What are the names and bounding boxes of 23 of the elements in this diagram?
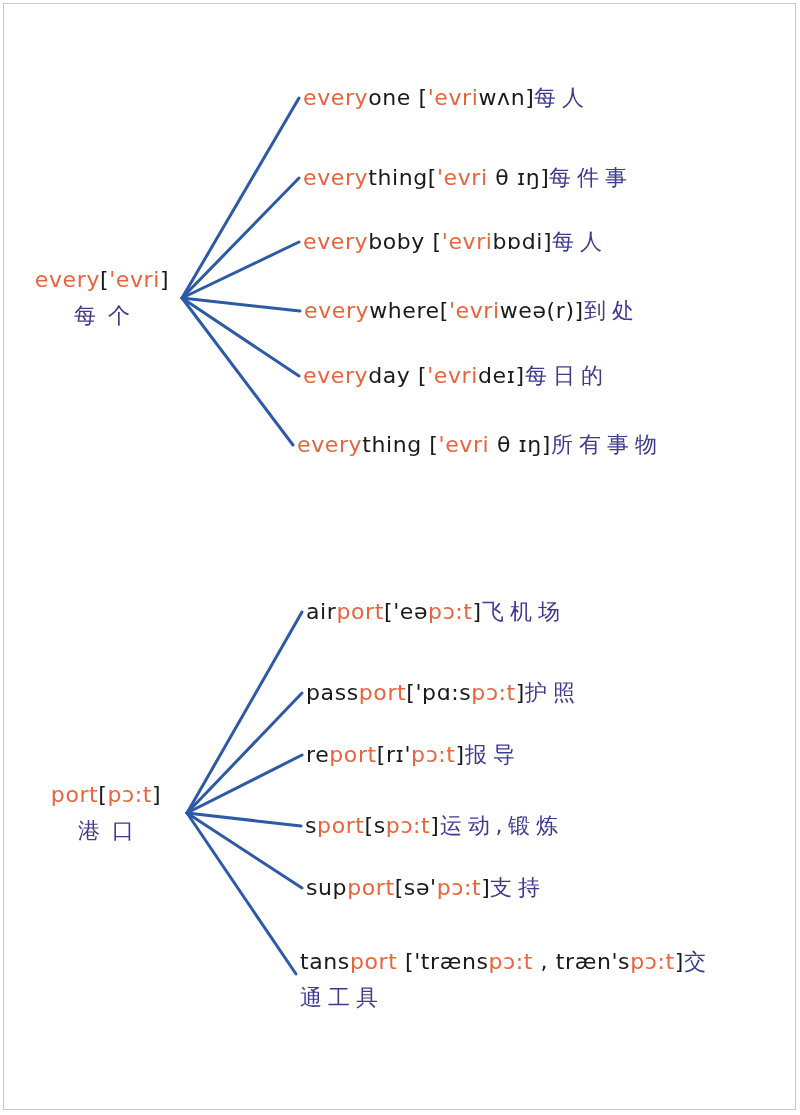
vocabulary-entry: airport['eəpɔ:t]飞机场 xyxy=(306,598,566,626)
vocabulary-entry: everyboby ['evribɒdi]每人 xyxy=(303,228,609,256)
vocabulary-entry: tansport ['trænspɔ:t , træn'spɔ:t]交通工具 xyxy=(300,948,713,1012)
vocabulary-entry: everywhere['evriweə(r)]到处 xyxy=(304,297,640,325)
branch-line xyxy=(180,296,301,378)
headword-text: port[pɔ:t] xyxy=(50,781,162,809)
vocabulary-entry: passport['pɑ:spɔ:t]护照 xyxy=(306,679,581,707)
vocabulary-entry: support[sə'pɔ:t]支持 xyxy=(306,874,547,902)
branch-line xyxy=(185,811,298,976)
headword-text: every['evri] xyxy=(34,266,170,294)
vocabulary-entry: sport[spɔ:t]运动,锻炼 xyxy=(305,812,565,840)
branch-line xyxy=(180,176,301,300)
vocabulary-entry: everything['evri θ ɪŋ]每件事 xyxy=(303,164,634,192)
vocabulary-entry: everyone ['evriwʌn]每人 xyxy=(303,84,591,112)
branch-line xyxy=(185,753,304,815)
chinese-meaning: 港口 xyxy=(77,817,146,845)
vocabulary-entry: everything ['evri θ ɪŋ]所有事物 xyxy=(297,431,664,459)
branch-line xyxy=(180,240,301,300)
vocabulary-entry: everyday ['evrideɪ]每日的 xyxy=(303,362,609,390)
chinese-meaning: 每个 xyxy=(73,302,142,330)
vocabulary-entry: report[rɪ'pɔ:t]报导 xyxy=(306,741,521,769)
branch-line xyxy=(180,296,295,447)
branch-line xyxy=(185,691,304,815)
